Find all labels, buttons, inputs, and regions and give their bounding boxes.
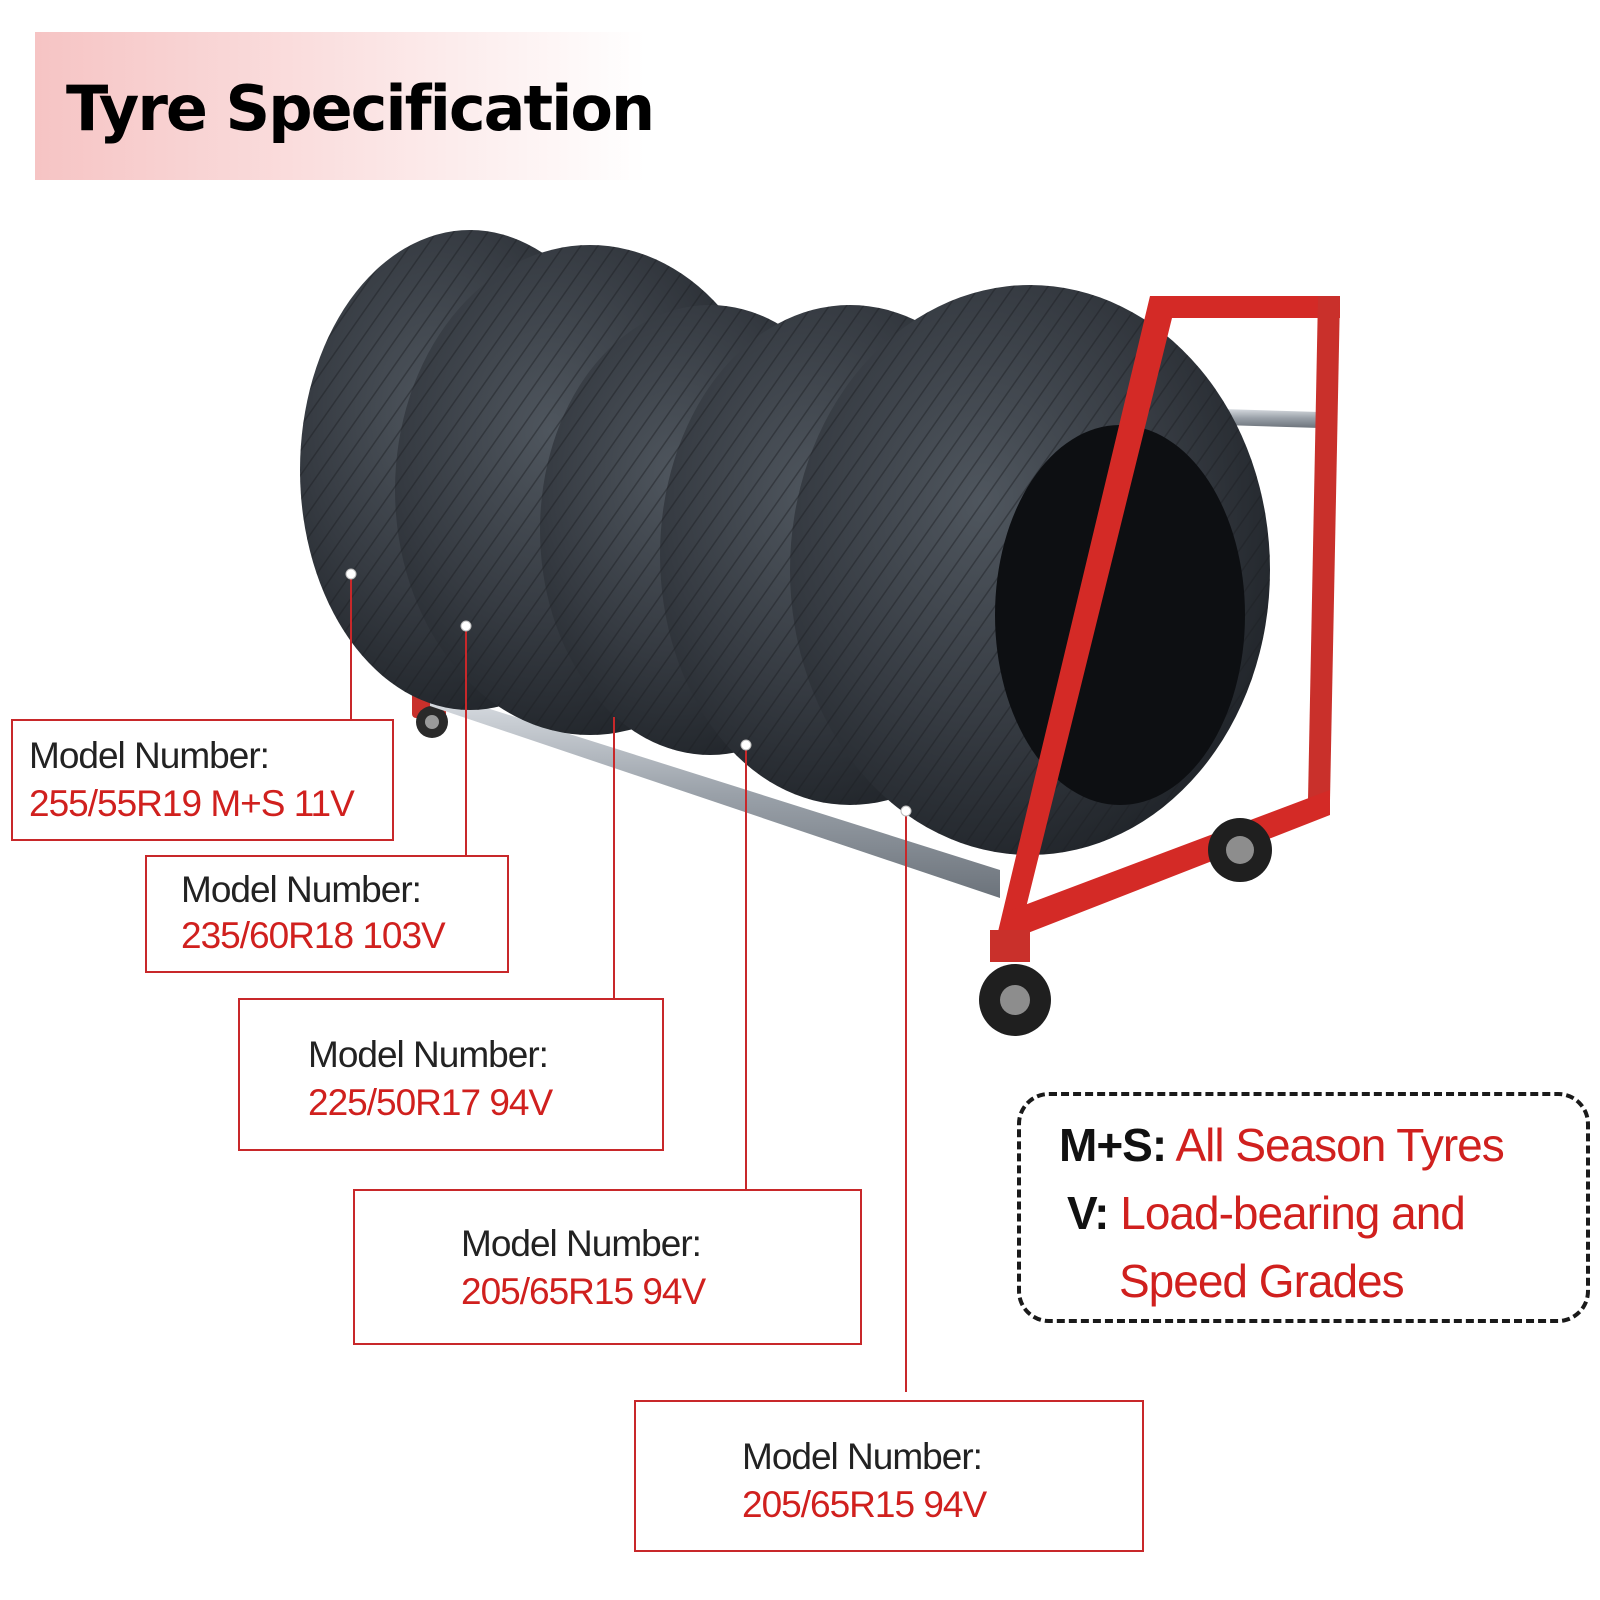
model-box-1: Model Number: 255/55R19 M+S 11V — [11, 719, 394, 841]
legend-ms-desc: All Season Tyres — [1175, 1119, 1504, 1171]
model-value: 225/50R17 94V — [308, 1082, 553, 1123]
model-value: 205/65R15 94V — [461, 1271, 706, 1312]
legend-v-row-2: Speed Grades — [1119, 1254, 1405, 1308]
model-value: 255/55R19 M+S 11V — [29, 783, 355, 824]
model-box-2: Model Number: 235/60R18 103V — [145, 855, 509, 973]
page-title: Tyre Specification — [66, 72, 655, 145]
caster-wheels — [979, 818, 1272, 1036]
callout-dots — [345, 568, 912, 817]
model-value: 235/60R18 103V — [181, 915, 446, 956]
model-label: Model Number: — [308, 1034, 549, 1075]
model-label: Model Number: — [742, 1436, 983, 1477]
model-label: Model Number: — [181, 869, 422, 910]
tyre-5 — [790, 285, 1270, 855]
legend-box: M+S: All Season Tyres V: Load-bearing an… — [1017, 1092, 1590, 1323]
model-label: Model Number: — [461, 1223, 702, 1264]
legend-v-desc-2: Speed Grades — [1119, 1255, 1405, 1307]
model-value: 205/65R15 94V — [742, 1484, 987, 1525]
legend-ms-row: M+S: All Season Tyres — [1059, 1118, 1505, 1172]
model-box-4: Model Number: 205/65R15 94V — [353, 1189, 862, 1345]
legend-ms-key: M+S: — [1059, 1119, 1167, 1171]
model-label: Model Number: — [29, 735, 270, 776]
title-banner — [35, 32, 645, 180]
legend-v-row: V: Load-bearing and — [1067, 1186, 1466, 1240]
callout-leaders — [350, 574, 907, 1392]
legend-v-desc-1: Load-bearing and — [1120, 1187, 1466, 1239]
legend-v-key: V: — [1067, 1187, 1109, 1239]
model-box-5: Model Number: 205/65R15 94V — [634, 1400, 1144, 1552]
model-box-3: Model Number: 225/50R17 94V — [238, 998, 664, 1151]
